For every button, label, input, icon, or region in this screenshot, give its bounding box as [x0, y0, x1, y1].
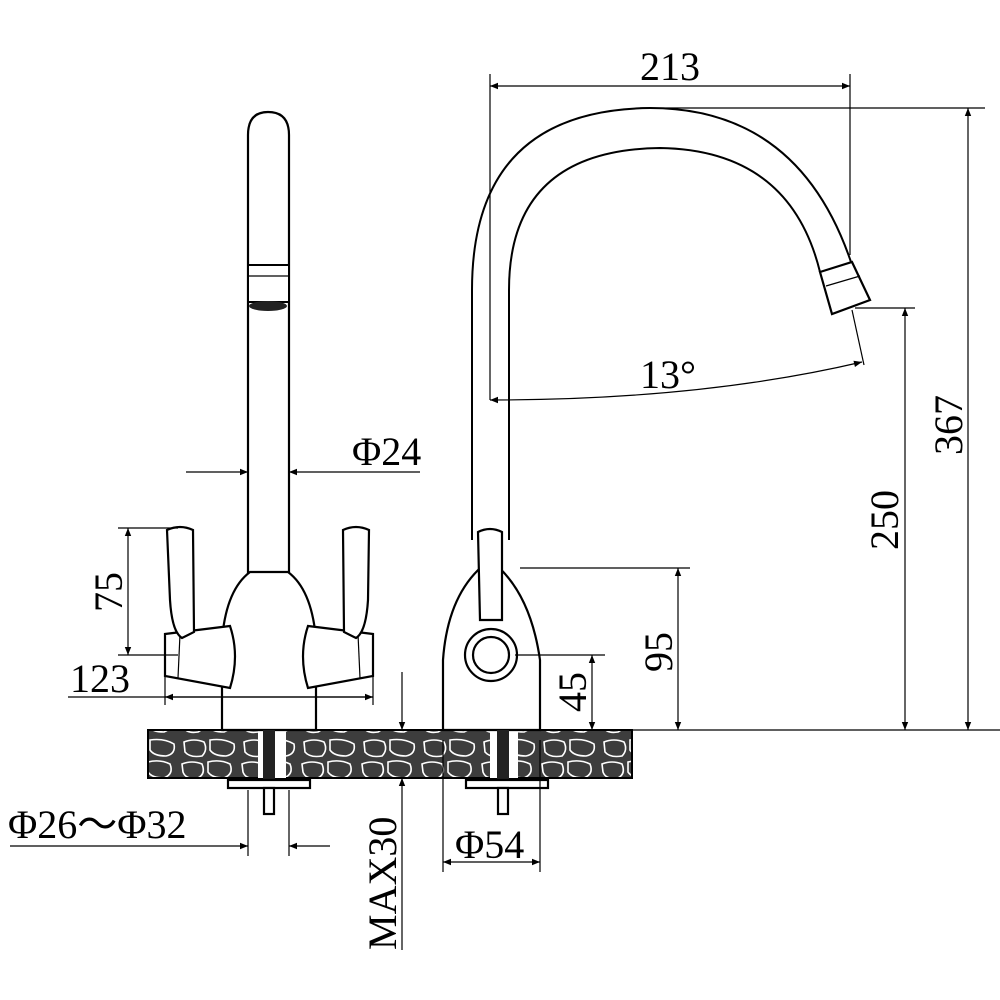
- dim-base-diameter: Φ54: [455, 822, 524, 867]
- dim-total-height: 367: [926, 395, 971, 455]
- dim-outlet-height: 45: [550, 672, 595, 712]
- dim-spout-height: 250: [862, 490, 907, 550]
- dim-spout-reach: 213: [640, 44, 700, 89]
- countertop: [147, 729, 1000, 779]
- dimension-lines: [10, 74, 985, 950]
- dim-hole-diameter: Φ26～Φ32: [8, 802, 186, 847]
- side-view: [441, 106, 872, 816]
- dim-max-counter-thickness: MAX30: [360, 817, 405, 950]
- dim-handle-height: 75: [86, 572, 131, 612]
- dim-swivel-angle: 13°: [640, 352, 696, 397]
- dim-spout-diameter: Φ24: [352, 429, 421, 474]
- front-view: [163, 110, 375, 816]
- dim-body-height: 95: [636, 632, 681, 672]
- dim-handle-span: 123: [70, 656, 130, 701]
